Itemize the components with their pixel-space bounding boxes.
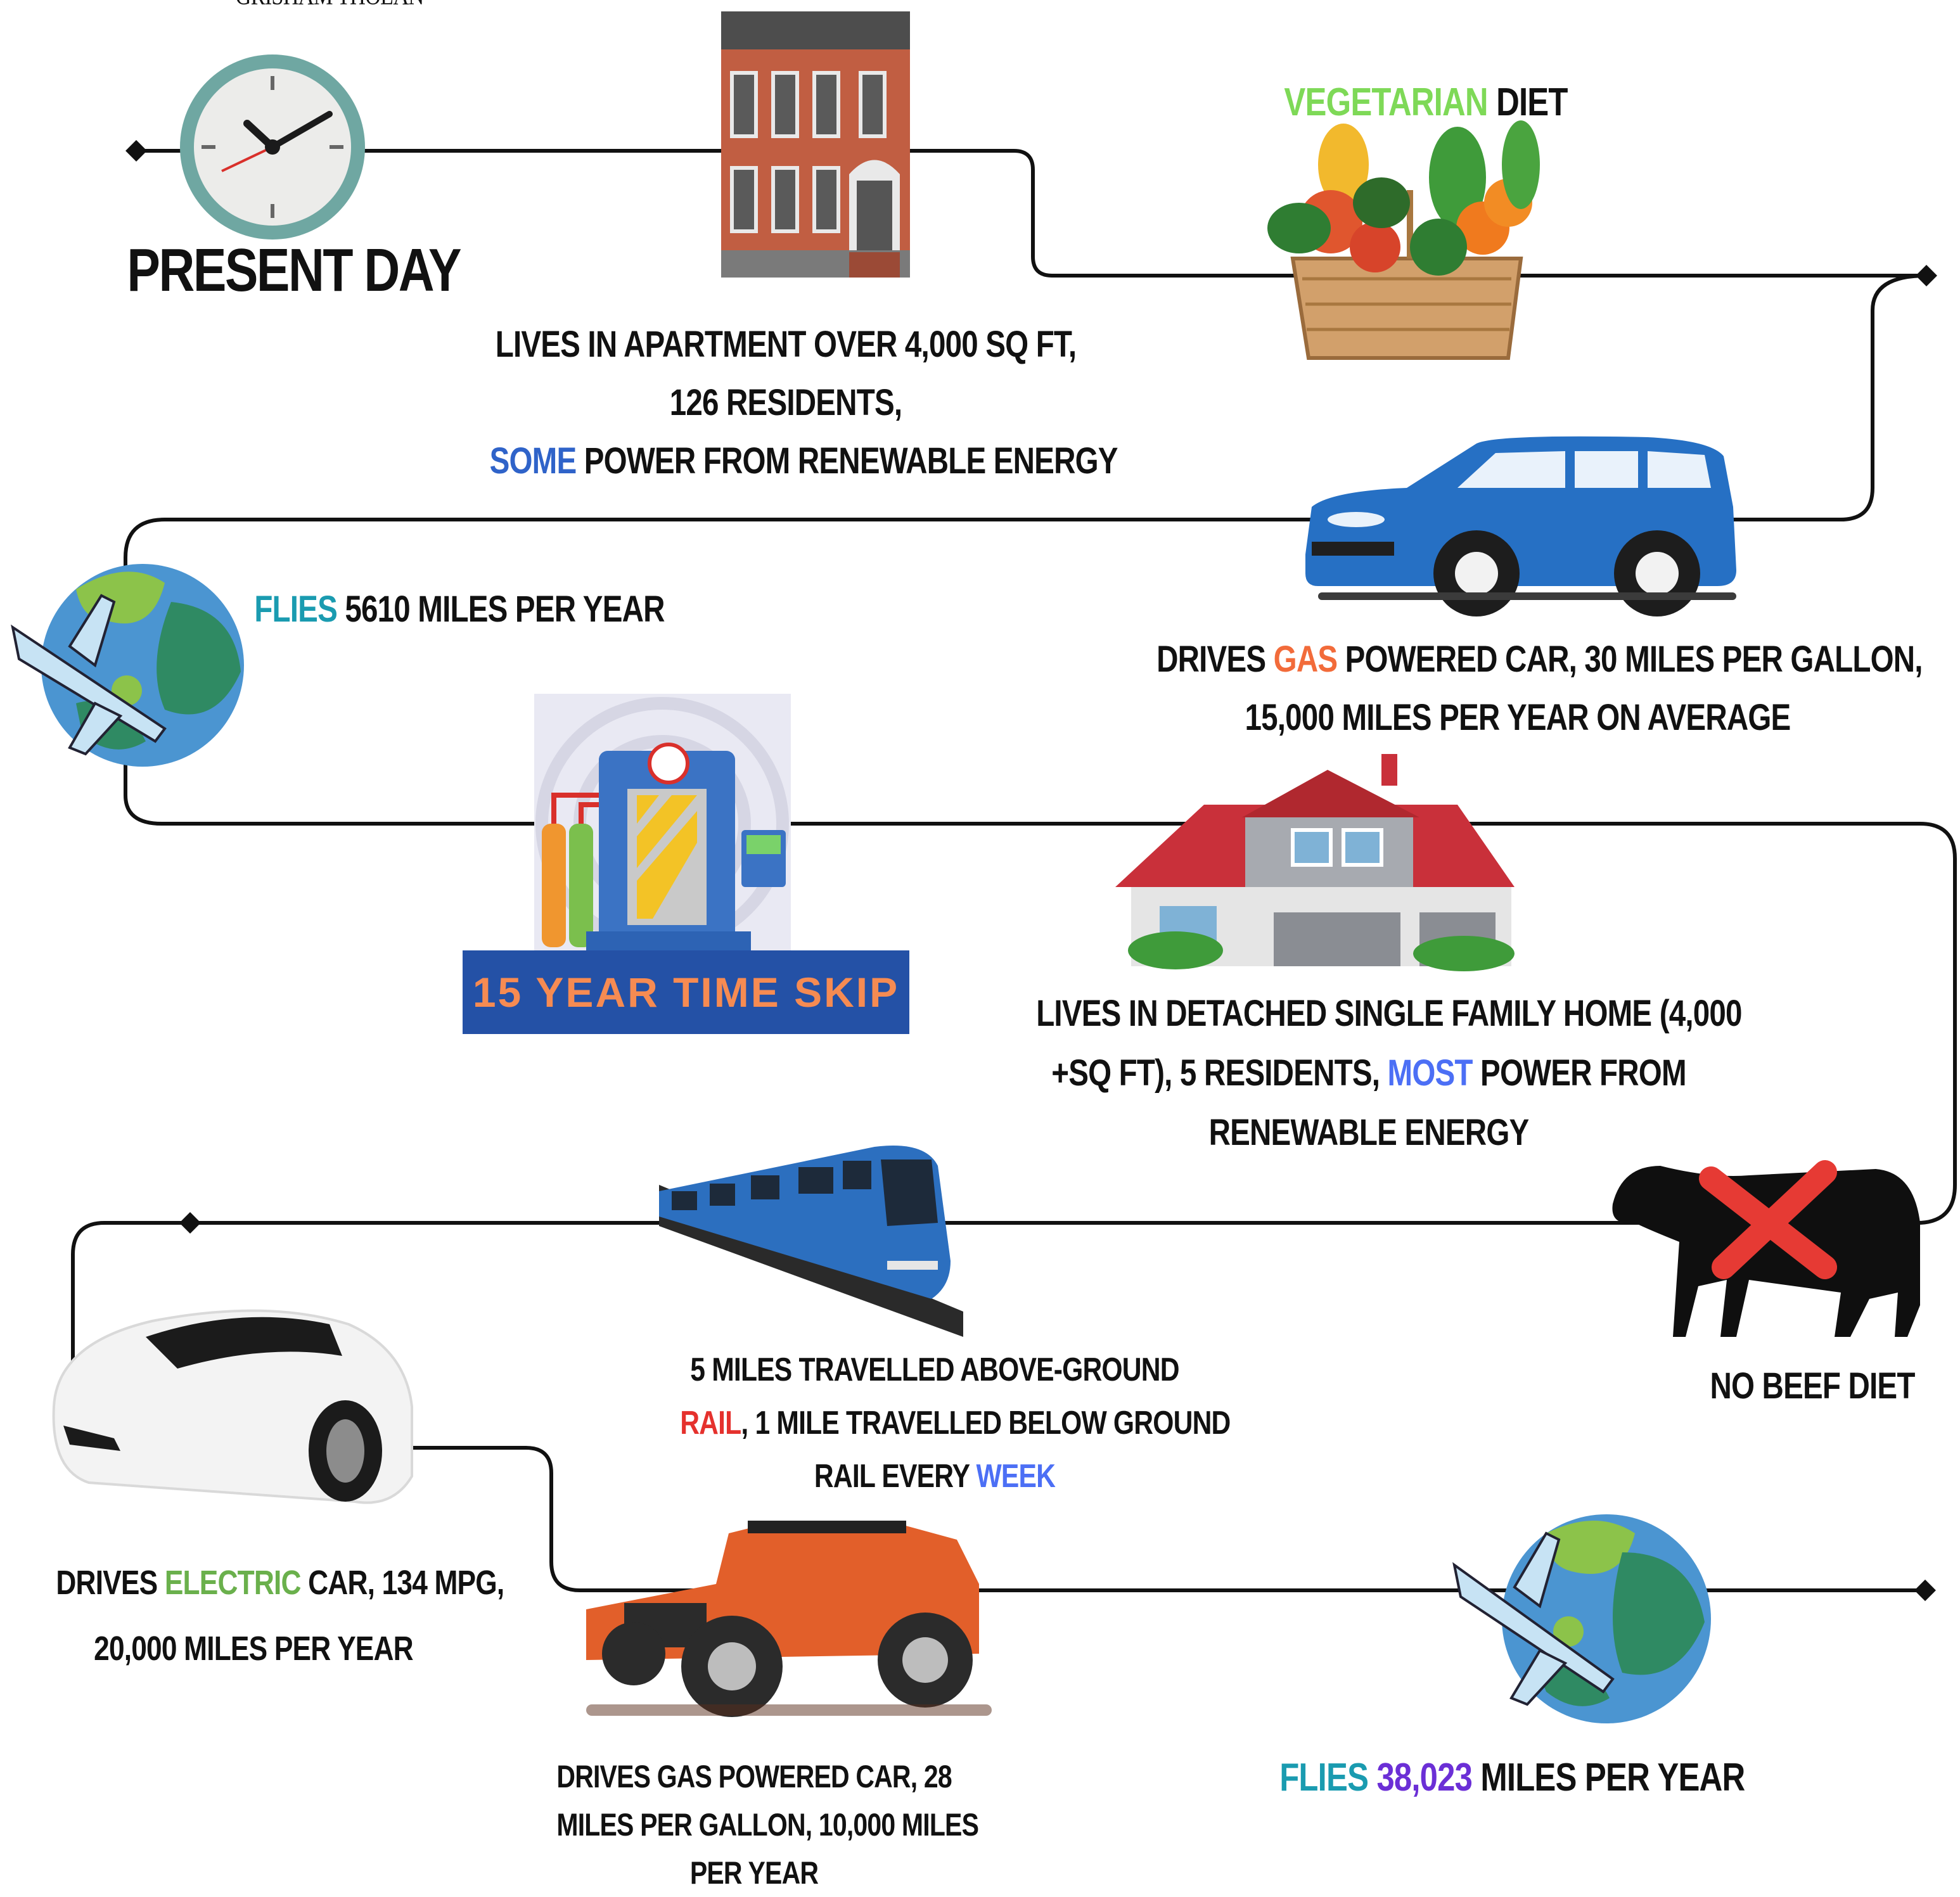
apartment-line-3: some power from renewable energy <box>489 432 1118 490</box>
electric-line-2: 20,000 miles per YEAR <box>94 1630 414 1668</box>
apartment-building-icon <box>721 11 910 278</box>
gas-highlight: gas <box>1273 639 1338 680</box>
globe-airplane-icon <box>1452 1514 1711 1723</box>
rail-line-1: 5 miles travelled above-ground <box>690 1351 1179 1388</box>
house-icon <box>1115 754 1515 971</box>
electric-line-1-pre: Drives <box>56 1564 165 1602</box>
globe-airplane-icon <box>11 564 244 767</box>
house-line-2: +SQ Ft), 5 residents, most power from <box>1036 1044 1701 1103</box>
house-description: Lives in detached single family home (4,… <box>1036 984 1742 1163</box>
flights-present-label: Flies 5610 miles per year <box>254 588 665 630</box>
rail-line-2: rail, 1 mile travelled below ground <box>680 1396 1231 1450</box>
gas-car-2-line-1: Drives gas powered car, 28 <box>556 1759 952 1794</box>
apartment-highlight: some <box>489 440 577 482</box>
diet-word: Diet <box>1487 80 1568 124</box>
gas-car-line-1: Drives gas powered car, 30 miles per gal… <box>1156 630 1923 689</box>
electric-line-1: Drives electric car, 134 mpg, <box>56 1550 504 1616</box>
gas-car-2-description: Drives gas powered car, 28 miles per gal… <box>556 1753 979 1897</box>
rail-line-2-rest: , 1 mile travelled below ground <box>741 1405 1231 1441</box>
gas-car-2-line-2: miles per gallon, 10,000 miles <box>556 1807 979 1843</box>
miles-highlight: 38,023 <box>1368 1756 1473 1799</box>
apartment-line-3-rest: power from renewable energy <box>576 440 1118 482</box>
electric-car-description: Drives electric car, 134 mpg, 20,000 mil… <box>56 1550 504 1682</box>
gas-car-line-1-pre: Drives <box>1156 639 1274 680</box>
gas-car-line-1-post: powered car, 30 miles per gallon, <box>1337 639 1923 680</box>
no-beef-diet-label: No beef diet <box>1710 1365 1915 1407</box>
vegetable-basket-icon <box>1267 120 1540 360</box>
rail-line-3: rail every week <box>680 1450 1189 1503</box>
flights-present-rest: 5610 miles per year <box>336 589 665 630</box>
vegetarian-diet-label: Vegetarian Diet <box>1270 80 1582 125</box>
electric-line-1-post: car, 134 mpg, <box>300 1564 504 1602</box>
gas-car-line-2: 15,000 miles per year on average <box>1245 697 1791 738</box>
house-line-1: Lives in detached single family home (4,… <box>1036 993 1742 1034</box>
rail-highlight: rail <box>680 1405 741 1441</box>
blue-suv-icon <box>1305 436 1736 616</box>
flights-future-rest: miles per year <box>1472 1756 1745 1799</box>
time-skip-banner: 15 YEAR TIME SKIP <box>463 950 909 1034</box>
house-line-2-post: power from <box>1472 1052 1687 1094</box>
white-sports-car-icon <box>52 1309 413 1504</box>
vegetarian-highlight: Vegetarian <box>1284 80 1488 124</box>
apartment-description: Lives in apartment over 4,000 sq ft, 126… <box>489 316 1118 490</box>
week-highlight: week <box>976 1458 1056 1495</box>
house-line-3: renewable energy <box>1208 1112 1530 1153</box>
author-name-partial: GRISHAM THOLAN <box>189 0 470 11</box>
crossed-cow-icon <box>1612 1160 1920 1337</box>
gas-car-2-line-3: per year <box>689 1855 819 1891</box>
apartment-line-1: Lives in apartment over 4,000 sq ft, <box>495 324 1077 365</box>
house-line-2-pre: +SQ Ft), 5 residents, <box>1051 1052 1388 1094</box>
electric-highlight: electric <box>164 1564 302 1602</box>
flights-future-label: Flies 38,023 miles per year <box>1279 1755 1745 1800</box>
jeep-icon <box>586 1521 992 1717</box>
gas-car-description: Drives gas powered car, 30 miles per gal… <box>1156 630 1923 747</box>
apartment-line-2: 126 residents, <box>669 382 902 423</box>
rail-description: 5 miles travelled above-ground rail, 1 m… <box>680 1343 1231 1503</box>
most-highlight: most <box>1387 1052 1473 1094</box>
time-skip-label: 15 YEAR TIME SKIP <box>472 969 900 1016</box>
clock-icon <box>180 54 365 240</box>
flies-highlight-2: Flies <box>1279 1756 1369 1799</box>
rail-line-3-pre: rail every <box>814 1458 977 1495</box>
present-day-label: Present Day <box>127 236 461 304</box>
time-machine-icon <box>534 694 791 954</box>
flies-highlight: Flies <box>254 589 337 630</box>
train-icon <box>659 1146 963 1337</box>
